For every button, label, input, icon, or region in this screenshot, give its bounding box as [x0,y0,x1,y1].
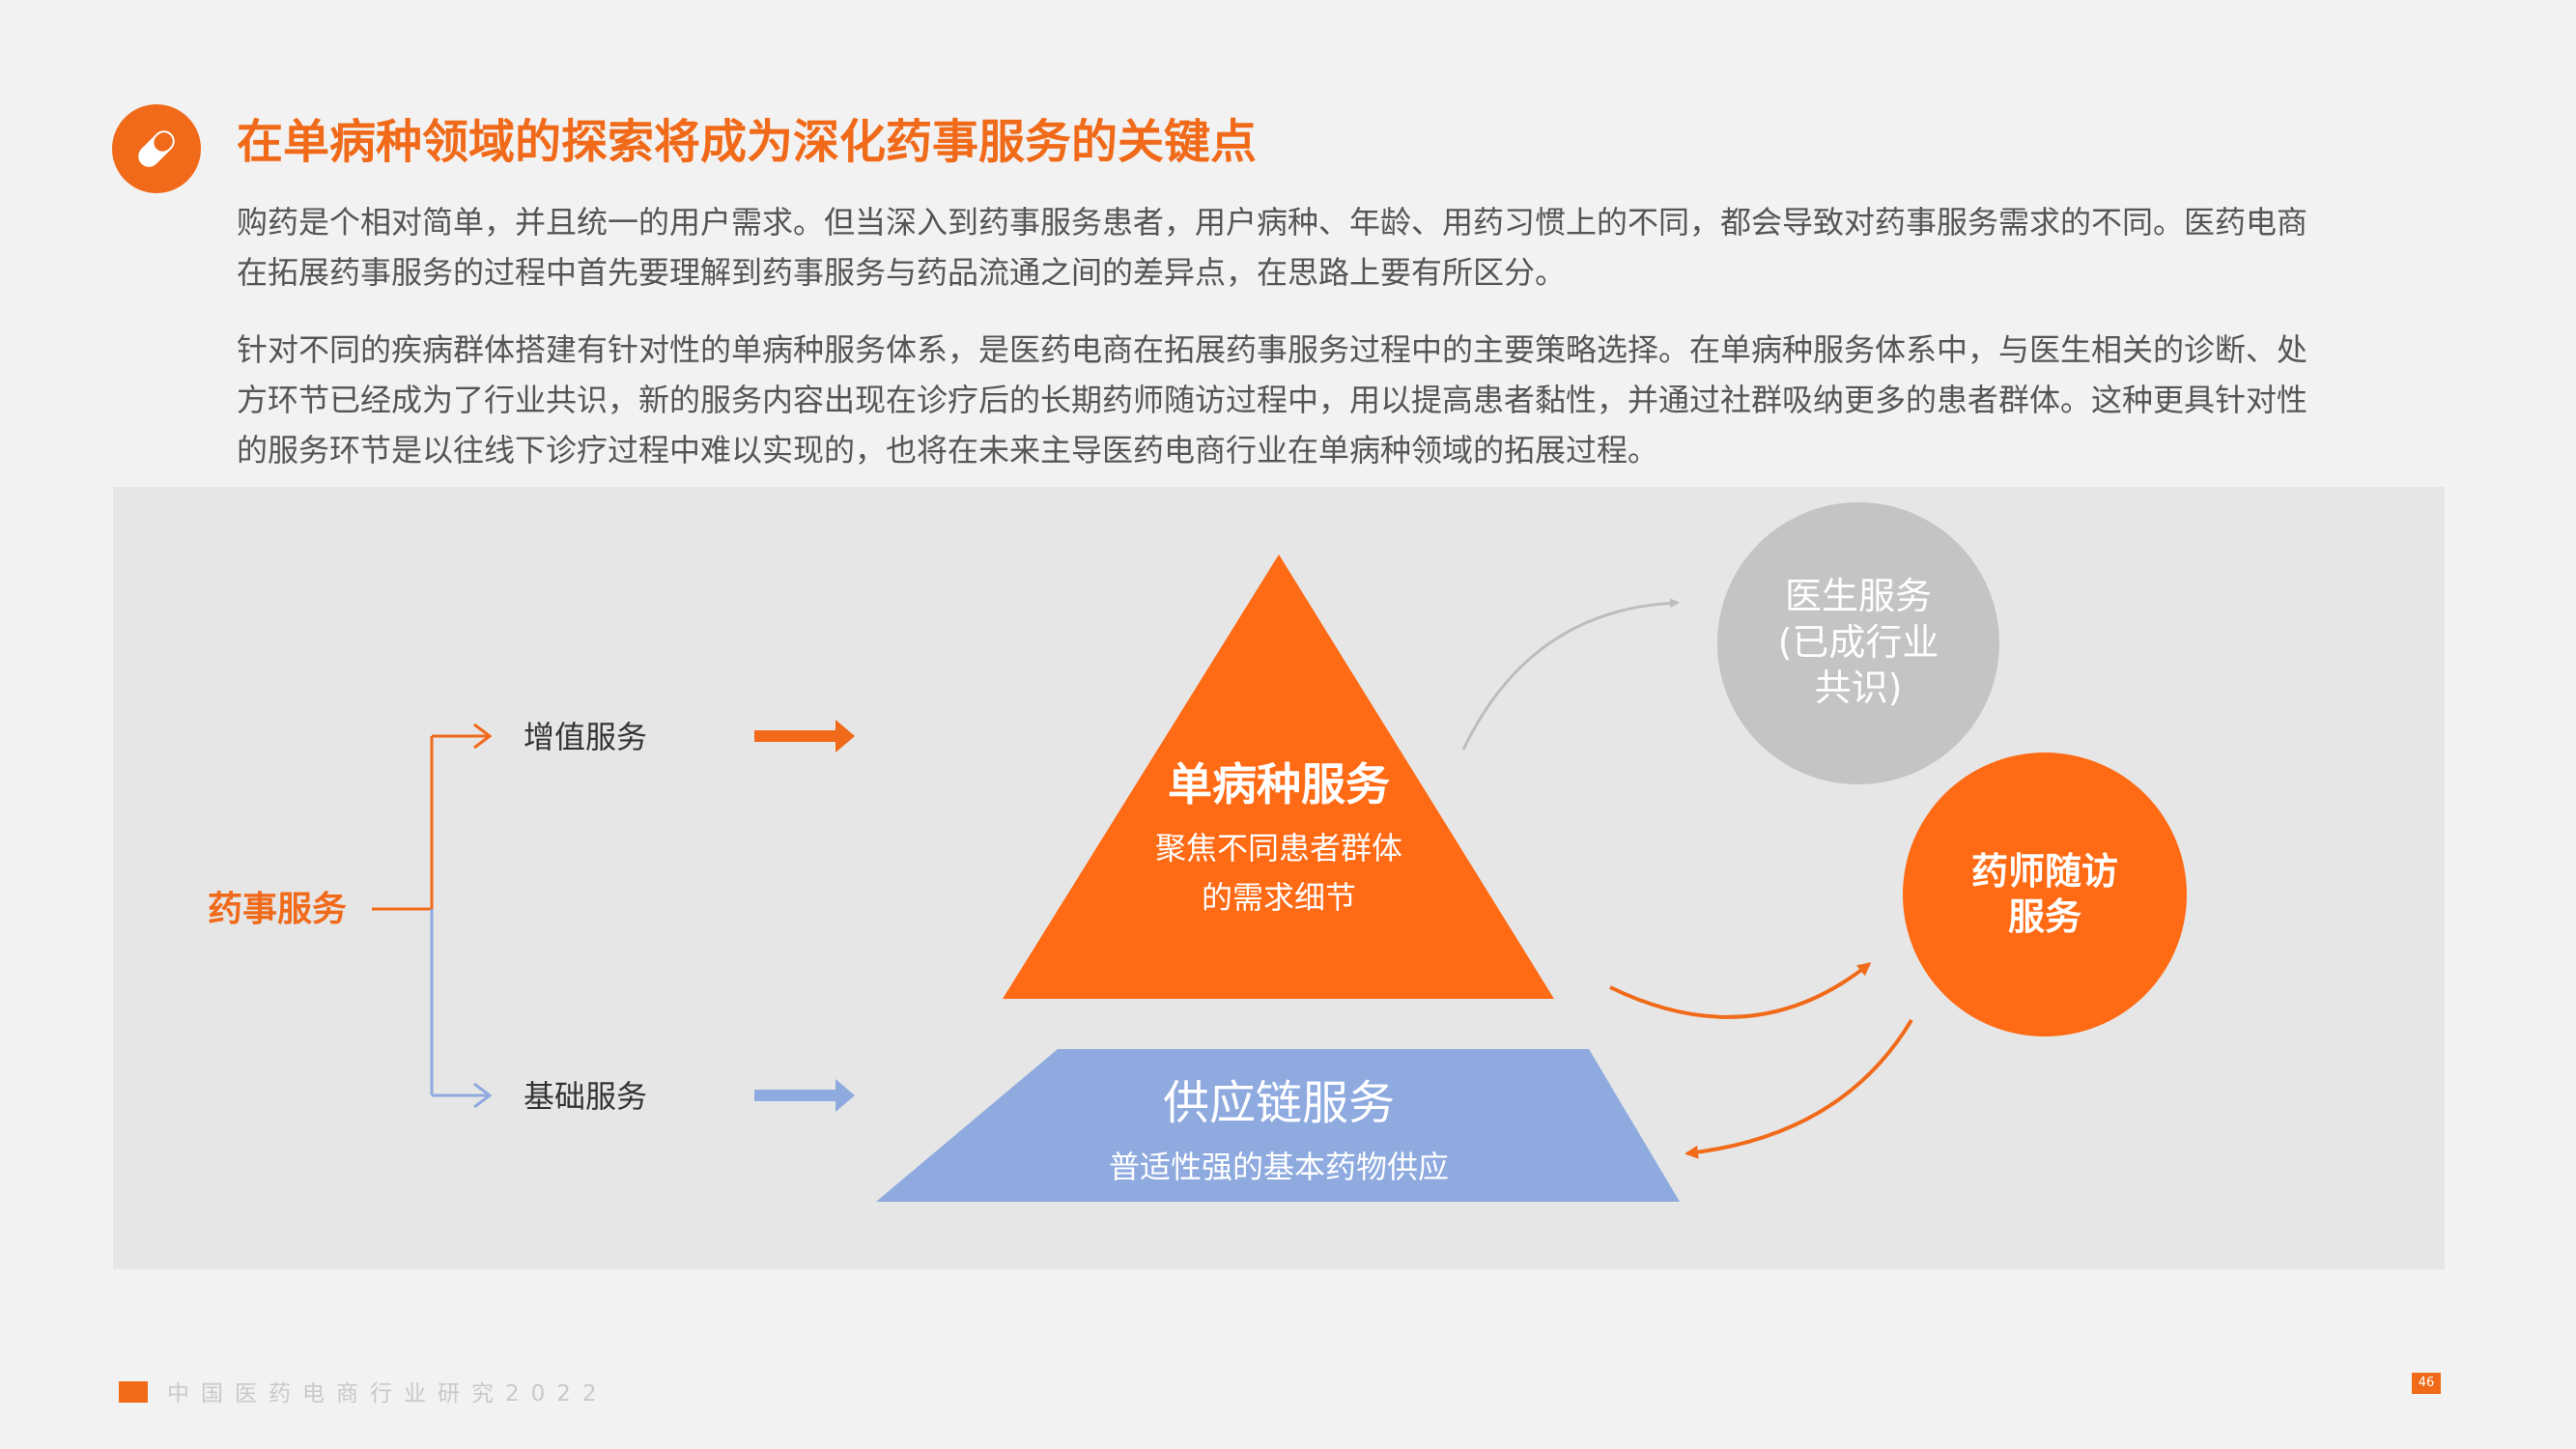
triangle-to-doctor-arrow [1461,598,1680,751]
service-diagram: 药事服务 增值服务 基础服务 单病种服务 聚焦不同患者群体 的需求细节 供应链服… [208,502,2187,1202]
doctor-service-circle [1717,502,1999,784]
paragraph-line: 在拓展药事服务的过程中首先要理解到药事服务与药品流通之间的差异点，在思路上要有所… [237,254,1567,291]
trapezoid-subtitle: 普适性强的基本药物供应 [1109,1149,1449,1185]
triangle-subtitle-line: 聚焦不同患者群体 [1155,830,1402,867]
root-label: 药事服务 [208,890,347,929]
blue-block-arrow [754,1079,855,1112]
page-number: 46 [2412,1373,2441,1394]
triangle-to-pharmacist-arrow [1609,962,1872,1019]
triangle-title: 单病种服务 [1168,758,1390,810]
trapezoid-title: 供应链服务 [1163,1076,1395,1130]
paragraph-line: 的服务环节是以往线下诊疗过程中难以实现的，也将在未来主导医药电商行业在单病种领域… [237,432,1659,469]
page-title: 在单病种领域的探索将成为深化药事服务的关键点 [237,115,1258,169]
pill-icon [112,104,201,193]
doctor-service-label-line: 共识) [1815,667,1903,709]
pharmacist-to-supply-arrow [1684,1018,1913,1159]
paragraph-line: 针对不同的疾病群体搭建有针对性的单病种服务体系，是医药电商在拓展药事服务过程中的… [237,331,2308,368]
strategy-paragraph: 针对不同的疾病群体搭建有针对性的单病种服务体系，是医药电商在拓展药事服务过程中的… [237,325,2362,475]
pharmacist-followup-circle [1903,753,2187,1037]
doctor-service-label-line: (已成行业 [1778,621,1939,664]
footer-marker [119,1381,148,1403]
report-name: 中国医药电商行业研究2022 [167,1381,609,1406]
pharmacist-label-line: 服务 [2008,895,2081,938]
bracket-connector [372,723,493,1109]
basic-service-label: 基础服务 [524,1078,647,1115]
orange-block-arrow [754,720,855,753]
single-disease-triangle [1003,554,1554,999]
supply-chain-trapezoid [876,1049,1680,1202]
paragraph-line: 购药是个相对简单，并且统一的用户需求。但当深入到药事服务患者，用户病种、年龄、用… [237,204,2308,241]
triangle-subtitle-line: 的需求细节 [1202,879,1356,916]
pharmacist-label-line: 药师随访 [1971,850,2118,893]
value-added-service-label: 增值服务 [524,719,647,755]
intro-paragraph: 购药是个相对简单，并且统一的用户需求。但当深入到药事服务患者，用户病种、年龄、用… [237,197,2362,298]
doctor-service-label-line: 医生服务 [1785,575,1932,617]
paragraph-line: 方环节已经成为了行业共识，新的服务内容出现在诊疗后的长期药师随访过程中，用以提高… [237,382,2308,418]
